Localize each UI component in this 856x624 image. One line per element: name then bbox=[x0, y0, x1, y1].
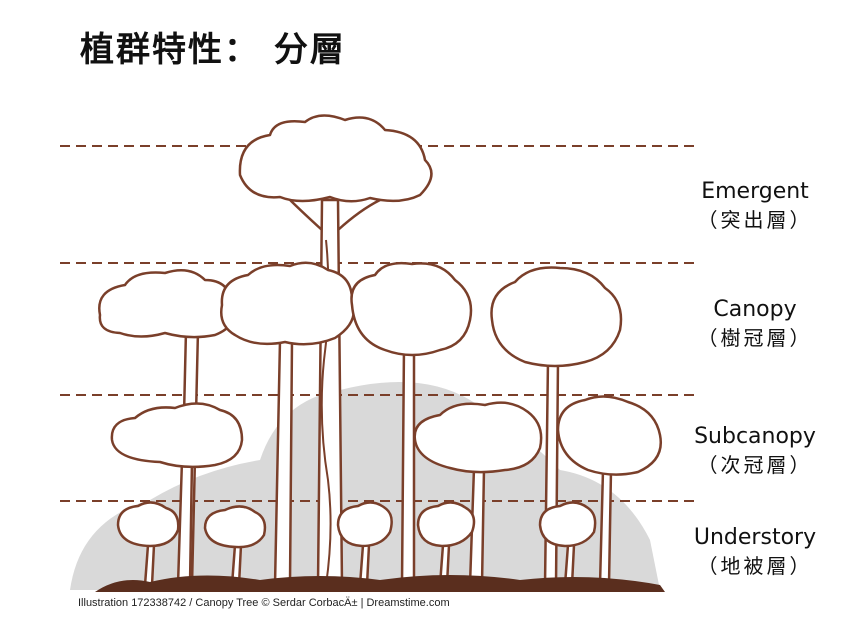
layer-label-en: Understory bbox=[693, 525, 817, 550]
image-credit: Illustration 172338742 / Canopy Tree © S… bbox=[78, 597, 450, 609]
layer-label-emergent: Emergent （突出層） bbox=[660, 178, 850, 234]
layer-label-zh: （樹冠層） bbox=[697, 326, 813, 350]
layer-label-en: Subcanopy bbox=[694, 424, 816, 449]
understory-shrub-5 bbox=[538, 501, 597, 587]
layer-label-en: Canopy bbox=[713, 297, 797, 322]
emergent-tree bbox=[238, 114, 433, 587]
ground-grass bbox=[95, 575, 665, 592]
layer-label-subcanopy: Subcanopy （次冠層） bbox=[660, 423, 850, 479]
understory-shrub-1 bbox=[116, 501, 180, 587]
layer-label-canopy: Canopy （樹冠層） bbox=[660, 296, 850, 352]
subcanopy-tree-right-2 bbox=[556, 395, 662, 587]
page-title: 植群特性： 分層 bbox=[80, 30, 346, 70]
understory-shrub-3 bbox=[336, 501, 393, 587]
canopy-tree-center-left bbox=[220, 261, 356, 587]
layer-label-zh: （地被層） bbox=[697, 554, 813, 578]
layer-label-zh: （突出層） bbox=[697, 208, 813, 232]
layer-label-zh: （次冠層） bbox=[697, 453, 813, 477]
canopy-tree-center bbox=[350, 261, 473, 587]
layer-label-en: Emergent bbox=[701, 179, 809, 204]
subcanopy-tree-left bbox=[110, 402, 244, 587]
subcanopy-tree-right-1 bbox=[413, 401, 543, 587]
layer-label-understory: Understory （地被層） bbox=[660, 524, 850, 580]
